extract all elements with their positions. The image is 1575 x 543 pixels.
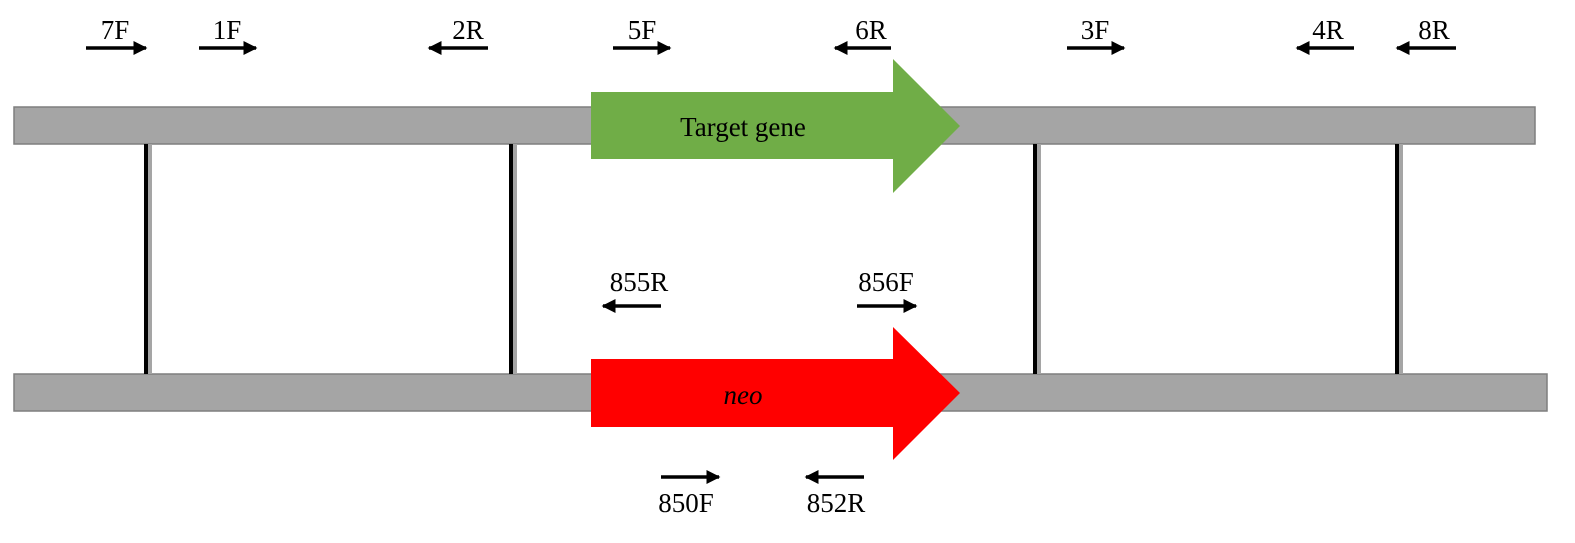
primer-852R: 852R: [804, 470, 866, 518]
primer-label: 855R: [610, 267, 669, 297]
primer-8R: 8R: [1395, 15, 1456, 55]
neo-gene-label: neo: [724, 380, 763, 410]
primer-label: 4R: [1312, 15, 1344, 45]
primer-markers: 7F 1F 2R 5F 6R 3F 4R 8R 855R 856F 850F 852R: [86, 15, 1456, 518]
primer-label: 850F: [658, 488, 714, 518]
primer-label: 856F: [858, 267, 914, 297]
primer-label: 5F: [628, 15, 657, 45]
primer-label: 1F: [213, 15, 242, 45]
primer-850F: 850F: [658, 470, 721, 518]
primer-label: 3F: [1081, 15, 1110, 45]
primer-label: 852R: [807, 488, 866, 518]
target-gene-arrow: [591, 59, 960, 193]
primer-3F: 3F: [1067, 15, 1126, 55]
primer-1F: 1F: [199, 15, 258, 55]
primer-2R: 2R: [427, 15, 488, 55]
primer-label: 7F: [101, 15, 130, 45]
target-gene-label: Target gene: [680, 112, 806, 142]
primer-6R: 6R: [833, 15, 891, 55]
crossover-lines: [144, 144, 1403, 374]
primer-7F: 7F: [86, 15, 148, 55]
primer-855R: 855R: [601, 267, 669, 313]
primer-4R: 4R: [1295, 15, 1354, 55]
primer-label: 6R: [855, 15, 887, 45]
primer-5F: 5F: [613, 15, 672, 55]
primer-label: 8R: [1418, 15, 1450, 45]
neo-gene-arrow: [591, 327, 960, 460]
primer-856F: 856F: [857, 267, 918, 313]
primer-label: 2R: [452, 15, 484, 45]
